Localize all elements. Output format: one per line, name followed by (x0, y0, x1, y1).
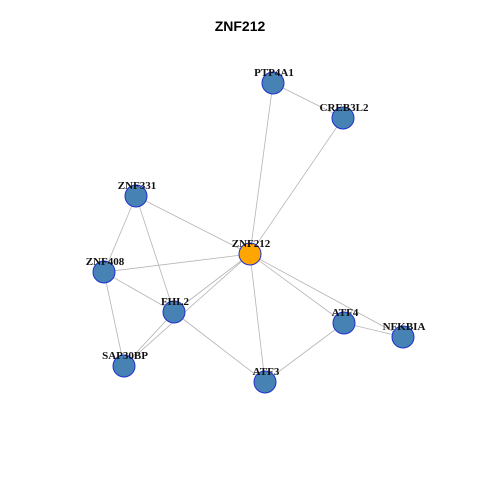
node-sap30bp (112, 354, 136, 378)
edge-ptp4a1-creb3l2 (272, 82, 344, 119)
node-nfkbia (391, 325, 415, 349)
node-atf3 (253, 370, 277, 394)
node-label-znf212: ZNF212 (232, 238, 271, 250)
edge-sap30bp-znf212 (123, 253, 251, 367)
node-label-znf331: ZNF331 (118, 180, 157, 192)
node-znf408 (92, 260, 116, 284)
edge-znf331-fhl2 (135, 195, 175, 313)
edge-fhl2-znf212 (173, 253, 251, 313)
node-label-atf3: ATF3 (253, 366, 280, 378)
edge-fhl2-sap30bp (123, 311, 175, 367)
edge-layer (103, 82, 404, 383)
node-layer: PTP4A1CREB3L2ZNF331ZNF212ZNF408FHL2ATF4N… (86, 67, 426, 394)
node-label-fhl2: FHL2 (161, 296, 190, 308)
edge-atf4-atf3 (264, 322, 345, 383)
edge-ptp4a1-znf212 (249, 82, 274, 255)
node-label-creb3l2: CREB3L2 (320, 102, 369, 114)
edge-znf408-znf212 (103, 253, 251, 273)
edge-creb3l2-znf212 (249, 117, 344, 255)
node-atf4 (332, 311, 356, 335)
node-znf212 (238, 242, 262, 266)
graph-title: ZNF212 (214, 18, 266, 34)
node-fhl2 (162, 300, 186, 324)
edge-znf408-sap30bp (103, 271, 125, 367)
edge-znf408-fhl2 (103, 271, 175, 313)
node-label-atf4: ATF4 (332, 307, 359, 319)
node-label-ptp4a1: PTP4A1 (254, 67, 294, 79)
edge-znf212-atf3 (249, 253, 266, 383)
node-znf331 (124, 184, 148, 208)
edge-znf212-atf4 (249, 253, 345, 324)
edge-fhl2-atf3 (173, 311, 266, 383)
node-label-nfkbia: NFKBIA (383, 321, 426, 333)
node-ptp4a1 (261, 71, 285, 95)
node-label-sap30bp: SAP30BP (102, 350, 148, 362)
node-creb3l2 (331, 106, 355, 130)
edge-znf331-znf212 (135, 195, 251, 255)
node-label-znf408: ZNF408 (86, 256, 125, 268)
edge-znf331-znf408 (103, 195, 137, 273)
edge-znf212-nfkbia (249, 253, 404, 338)
